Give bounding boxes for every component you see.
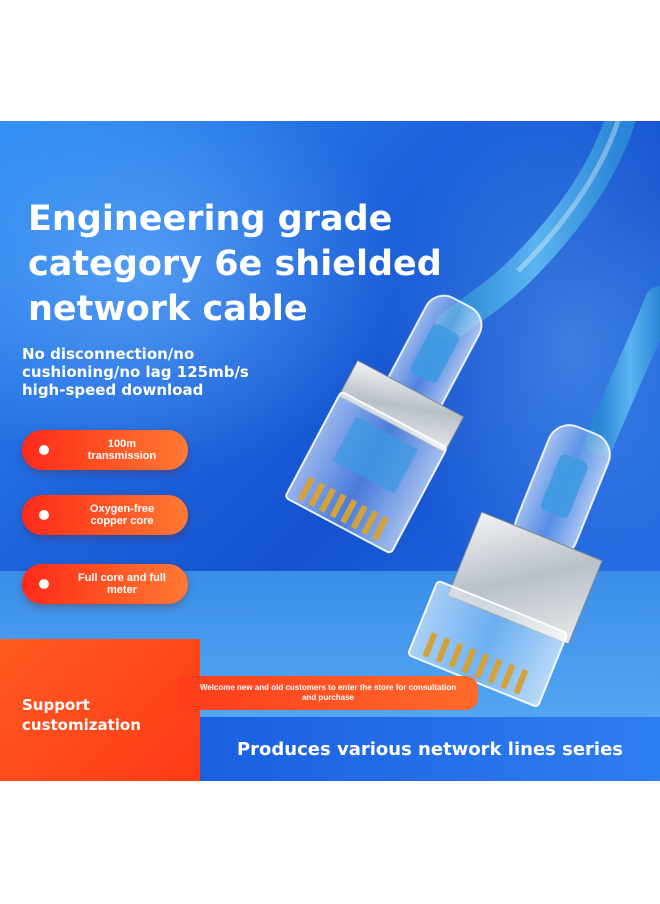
product-subtitle: No disconnection/no cushioning/no lag 12… — [22, 345, 249, 399]
series-text: Produces various network lines series — [236, 738, 624, 760]
product-title: Engineering grade category 6e shielded n… — [28, 199, 442, 329]
cable-illustration — [285, 121, 660, 707]
cable-1-highlight — [516, 121, 621, 273]
series-bar: Produces various network lines series — [200, 717, 660, 781]
cable-1 — [435, 121, 635, 341]
dot-icon — [39, 510, 49, 520]
product-banner: Engineering grade category 6e shielded n… — [0, 121, 660, 781]
connector-2 — [407, 424, 611, 707]
support-customization-text: Support customization — [22, 696, 141, 734]
connector-1 — [285, 294, 483, 554]
dot-icon — [39, 579, 49, 589]
support-panel — [0, 639, 200, 781]
welcome-text: Welcome new and old customers to enter t… — [199, 683, 457, 702]
dot-icon — [39, 445, 49, 455]
welcome-banner: Welcome new and old customers to enter t… — [178, 676, 478, 710]
cable-2 — [585, 286, 660, 456]
